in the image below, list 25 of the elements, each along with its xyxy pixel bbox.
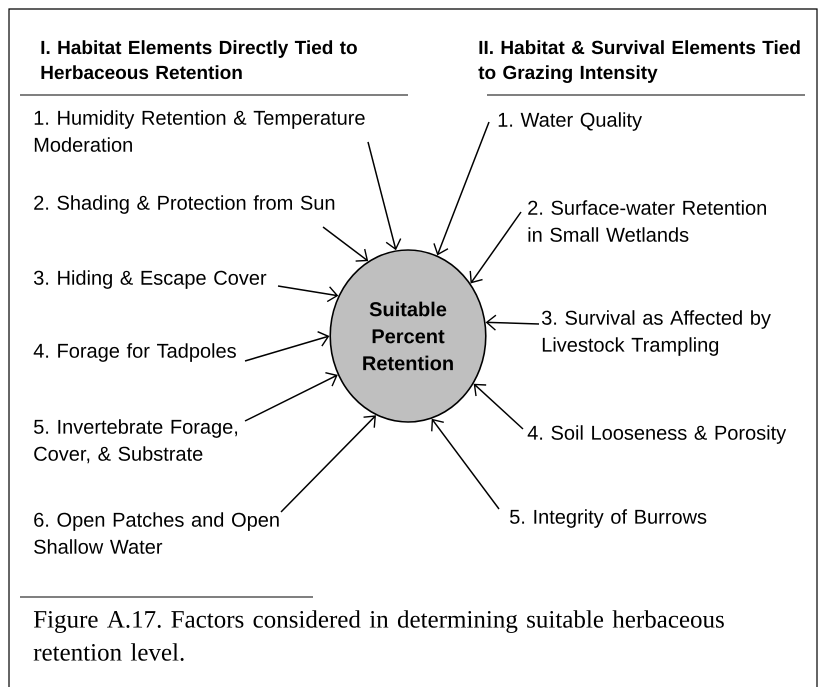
- arrow: [433, 122, 490, 256]
- arrow: [244, 331, 330, 362]
- factor-text: 3. Hiding & Escape Cover: [34, 270, 266, 289]
- factor-text: 2. Surface-water Retention in Small Wetlands: [528, 200, 766, 242]
- arrow: [470, 212, 522, 284]
- arrow: [367, 142, 402, 250]
- arrow: [278, 285, 338, 302]
- arrow: [486, 314, 540, 331]
- factor-text: 2. Shading & Protection from Sun: [34, 195, 334, 214]
- factor-text: 5. Integrity of Burrows: [510, 509, 706, 528]
- figure-caption: Figure A.17. Factors considered in determining suitable herbaceous retention level.: [34, 610, 724, 661]
- factor-text: 5. Invertebrate Forage, Cover, & Substrate: [34, 419, 238, 464]
- factor-text: 1. Water Quality: [498, 112, 642, 131]
- arrow: [474, 384, 524, 430]
- arrow: [244, 372, 338, 422]
- section-heading: II. Habitat & Survival Elements Tied to Grazing Intensity: [478, 40, 800, 83]
- arrow: [280, 415, 376, 513]
- factor-text: 6. Open Patches and Open Shallow Water: [34, 512, 279, 554]
- arrow: [322, 226, 368, 262]
- factor-text: 4. Forage for Tadpoles: [34, 343, 236, 362]
- section-heading: I. Habitat Elements Directly Tied to Herbaceous Retention: [41, 40, 357, 80]
- factor-text: 1. Humidity Retention & Temperature Moderation: [34, 110, 365, 152]
- arrow: [431, 418, 500, 510]
- factor-text: 4. Soil Looseness & Porosity: [528, 425, 786, 444]
- factor-text: 3. Survival as Affected by Livestock Trampling: [542, 310, 771, 356]
